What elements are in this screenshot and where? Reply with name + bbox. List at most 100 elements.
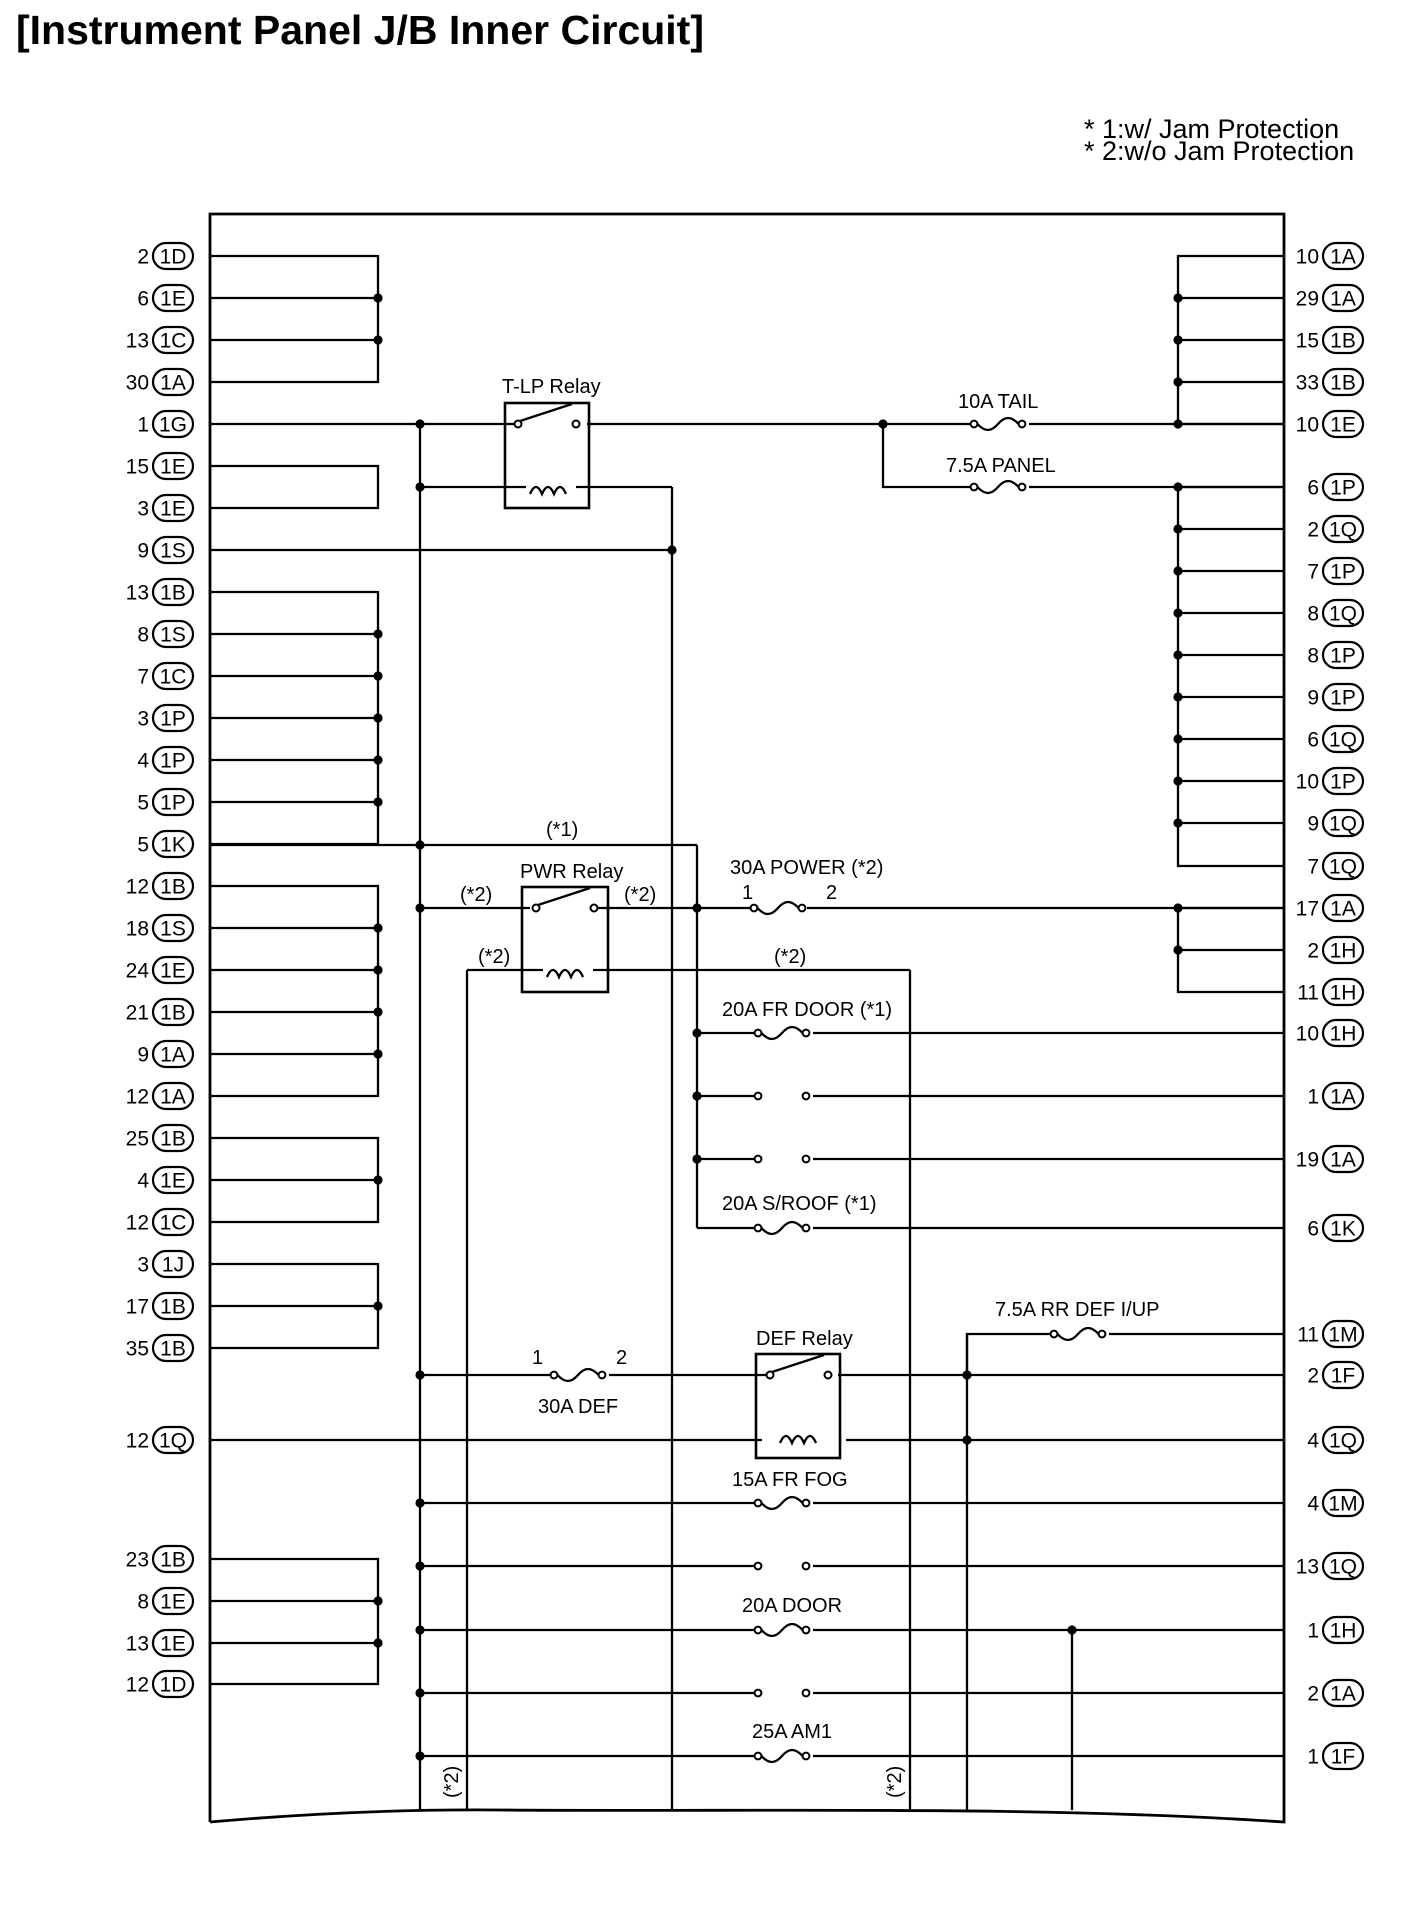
def-relay <box>754 1352 842 1460</box>
left-terminal: 1B 25 <box>126 1123 195 1153</box>
pwr-relay-label: PWR Relay <box>520 861 623 883</box>
terminal-pin: 2 <box>1307 940 1319 963</box>
junction-dot <box>373 755 383 765</box>
junction-dot <box>1067 1625 1077 1635</box>
terminal-connector: 1P <box>1330 771 1356 794</box>
terminal-pin: 21 <box>126 1002 149 1025</box>
terminal-connector: 1H <box>1330 1620 1357 1643</box>
fuse-power-pin1: 1 <box>742 882 753 904</box>
terminal-pin: 8 <box>137 1591 149 1614</box>
junction-dot <box>373 335 383 345</box>
note-no-jam-protection: * 2:w/o Jam Protection <box>1084 136 1354 166</box>
terminal-connector: 1E <box>160 1591 186 1614</box>
terminal-connector: 1P <box>160 750 186 773</box>
terminal-pin: 11 <box>1297 982 1319 1005</box>
terminal-pin: 3 <box>137 1254 149 1277</box>
terminal-connector: 1B <box>160 876 186 899</box>
terminal-pin: 23 <box>126 1549 149 1572</box>
junction-dot <box>692 903 702 913</box>
terminal-pin: 25 <box>126 1128 149 1151</box>
terminal-connector: 1F <box>1331 1746 1356 1769</box>
terminal-connector: 1Q <box>1329 1430 1357 1453</box>
right-terminal: 1Q6 <box>1307 724 1365 754</box>
junction-dot <box>878 419 888 429</box>
junction-dot <box>1173 482 1183 492</box>
pwr-relay <box>520 885 610 994</box>
terminal-connector: 1B <box>160 1296 186 1319</box>
terminal-connector: 1Q <box>1329 856 1357 879</box>
terminal-pin: 12 <box>126 1674 149 1697</box>
terminal-connector: 1A <box>1330 288 1356 311</box>
wiring <box>210 422 1284 1810</box>
terminal-pin: 2 <box>137 246 149 269</box>
right-terminal: 1A1 <box>1307 1081 1365 1111</box>
terminal-pin: 10 <box>1296 1023 1319 1046</box>
open-slot-19a <box>753 1154 811 1164</box>
left-terminal: 1P4 <box>137 745 195 775</box>
right-terminal: 1P7 <box>1307 556 1365 586</box>
junction-dot <box>1173 335 1183 345</box>
terminal-connector: 1S <box>160 540 186 563</box>
terminal-pin: 6 <box>1307 729 1319 752</box>
junction-dot <box>373 1596 383 1606</box>
left-terminal: 1E 8 <box>137 1586 195 1616</box>
terminal-pin: 2 <box>1307 519 1319 542</box>
terminal-connector: 1M <box>1328 1493 1357 1516</box>
junction-dot <box>1173 608 1183 618</box>
terminal-pin: 12 <box>126 1086 149 1109</box>
terminal-connector: 1H <box>1330 1023 1357 1046</box>
junction-block-frame <box>208 212 1286 1824</box>
star2-label-relay-right: (*2) <box>624 884 656 906</box>
terminal-pin: 15 <box>126 456 149 479</box>
terminal-pin: 13 <box>126 330 149 353</box>
junction-dot <box>1173 734 1183 744</box>
left-terminal: 1P3 <box>137 703 195 733</box>
terminal-connector: 1H <box>1330 940 1357 963</box>
terminal-pin: 9 <box>1307 687 1319 710</box>
terminal-connector: 1G <box>159 414 187 437</box>
terminal-connector: 1A <box>1330 246 1356 269</box>
terminal-connector: 1E <box>160 1170 186 1193</box>
terminal-pin: 7 <box>1307 561 1319 584</box>
terminal-pin: 6 <box>1307 477 1319 500</box>
terminal-connector: 1Q <box>1329 1556 1357 1579</box>
terminal-connector: 1Q <box>1329 813 1357 836</box>
terminal-connector: 1B <box>160 1549 186 1572</box>
terminal-pin: 2 <box>1307 1365 1319 1388</box>
junction-dot <box>415 419 425 429</box>
terminal-pin: 11 <box>1297 1324 1319 1347</box>
terminal-pin: 6 <box>137 288 149 311</box>
junction-dot <box>692 1028 702 1038</box>
terminal-connector: 1J <box>162 1254 184 1277</box>
terminal-pin: 15 <box>1296 330 1319 353</box>
terminal-connector: 1P <box>1330 645 1356 668</box>
terminal-connector: 1B <box>160 1128 186 1151</box>
right-terminal: 1H 10 <box>1296 1018 1365 1048</box>
star2-label-middle: (*2) <box>774 946 806 968</box>
fuse-power-label: 30A POWER (*2) <box>730 857 883 879</box>
fuse-power-symbol <box>749 900 807 916</box>
fuse-panel-symbol <box>969 479 1027 495</box>
fuse-fr-door-symbol <box>753 1025 811 1041</box>
fuse-am1-label: 25A AM1 <box>752 1721 832 1743</box>
right-terminal: 1M 11 <box>1297 1319 1365 1349</box>
terminal-connector: 1M <box>1328 1324 1357 1347</box>
terminal-pin: 24 <box>126 960 150 983</box>
star2-label-coil: (*2) <box>478 946 510 968</box>
right-terminal: 1F1 <box>1307 1741 1365 1771</box>
junction-dot <box>415 1498 425 1508</box>
terminal-connector: 1B <box>1330 330 1356 353</box>
fuse-rr-def-label: 7.5A RR DEF I/UP <box>995 1299 1160 1321</box>
fuse-tail-label: 10A TAIL <box>958 391 1038 413</box>
terminal-pin: 12 <box>126 1212 149 1235</box>
junction-dot <box>1173 293 1183 303</box>
terminal-connector: 1E <box>160 456 186 479</box>
terminal-pin: 9 <box>137 540 149 563</box>
junction-dot <box>373 1301 383 1311</box>
